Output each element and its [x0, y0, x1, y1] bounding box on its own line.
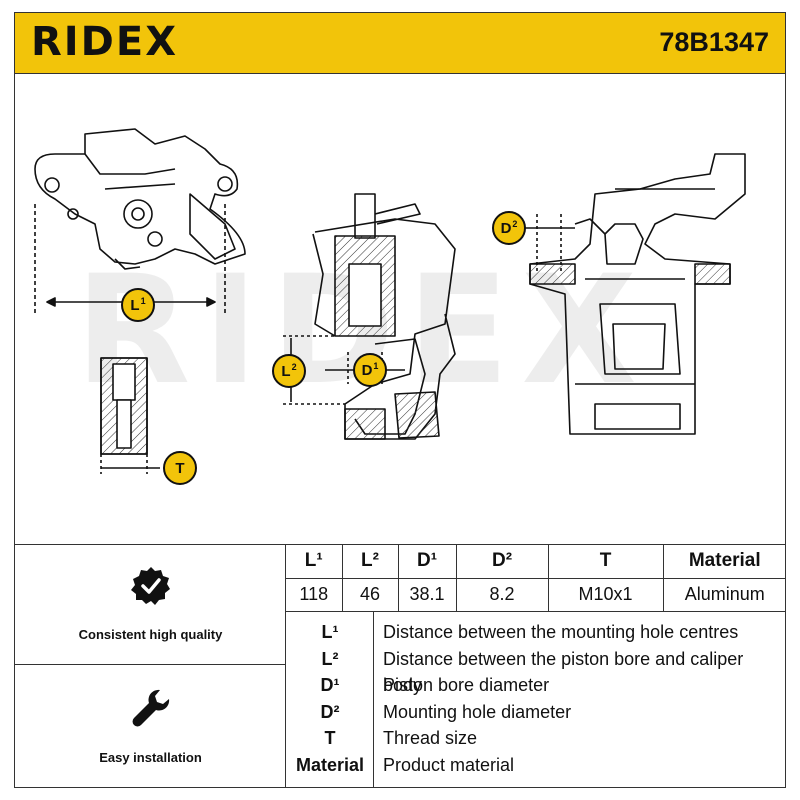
- specs-header: Material: [662, 545, 786, 579]
- caliper-side-view: [529, 153, 746, 435]
- specs-header: D²: [455, 545, 549, 579]
- part-number: 78B1347: [659, 27, 769, 57]
- legend-desc: Distance between the piston bore and cal…: [383, 648, 744, 695]
- legend-key: L²: [321, 648, 339, 669]
- specs-value: 118: [286, 577, 343, 612]
- specs-value: M10x1: [547, 577, 664, 612]
- legend-row: Material Product material: [286, 752, 786, 779]
- specs-value: 8.2: [455, 577, 549, 612]
- caliper-drawing: [34, 128, 746, 474]
- caliper-section-view: [312, 193, 456, 440]
- specs-value: Aluminum: [662, 577, 786, 612]
- legend-row: D¹ Piston bore diameter: [286, 672, 786, 699]
- legend-key: T: [324, 728, 336, 749]
- specs-value: 38.1: [397, 577, 457, 612]
- feature-quality: Consistent high quality: [15, 545, 286, 665]
- specs-header: L²: [341, 545, 399, 579]
- legend-row: D² Mounting hole diameter: [286, 699, 786, 726]
- caliper-front-view: [34, 128, 246, 270]
- legend-desc: Mounting hole diameter: [383, 701, 572, 722]
- info-panel: Consistent high quality Easy installatio…: [14, 544, 786, 788]
- legend-key: D¹: [320, 675, 340, 696]
- brand-logo: RIDEX: [31, 19, 179, 65]
- feature-quality-label: Consistent high quality: [78, 627, 223, 642]
- specs-header: T: [547, 545, 664, 579]
- legend-desc: Product material: [383, 755, 515, 775]
- legend-key: D²: [320, 701, 340, 722]
- technical-drawing-area: RIDEX: [14, 74, 786, 544]
- specs-value: 46: [341, 577, 399, 612]
- bolt-section: [100, 357, 148, 455]
- wrench-icon: [132, 689, 170, 727]
- quality-check-badge-icon: [131, 567, 170, 605]
- header-bar: RIDEX 78B1347: [14, 12, 786, 74]
- legend-row: L² Distance between the piston bore and …: [286, 646, 786, 695]
- legend-key: L¹: [321, 622, 339, 642]
- feature-installation-label: Easy installation: [99, 750, 202, 765]
- legend-desc: Piston bore diameter: [383, 675, 550, 696]
- specs-header-row: L¹ L² D¹ D² T Material: [286, 545, 786, 579]
- legend-row: L¹ Distance between the mounting hole ce…: [286, 619, 786, 646]
- legend-row: T Thread size: [286, 725, 786, 752]
- specs-table: L¹ L² D¹ D² T Material 118 46 38.1 8.2 M…: [286, 545, 786, 612]
- feature-installation: Easy installation: [15, 665, 286, 787]
- specs-header: L¹: [286, 545, 343, 579]
- specs-header: D¹: [397, 545, 457, 579]
- badge-t: T: [163, 451, 197, 485]
- legend-key: Material: [295, 755, 365, 775]
- legend-key-column: [286, 611, 374, 787]
- legend-desc: Distance between the mounting hole centr…: [383, 622, 739, 642]
- features-column: Consistent high quality Easy installatio…: [15, 545, 286, 787]
- specs-value-row: 118 46 38.1 8.2 M10x1 Aluminum: [286, 577, 786, 612]
- legend: L¹ Distance between the mounting hole ce…: [286, 611, 786, 787]
- legend-desc: Thread size: [383, 728, 478, 749]
